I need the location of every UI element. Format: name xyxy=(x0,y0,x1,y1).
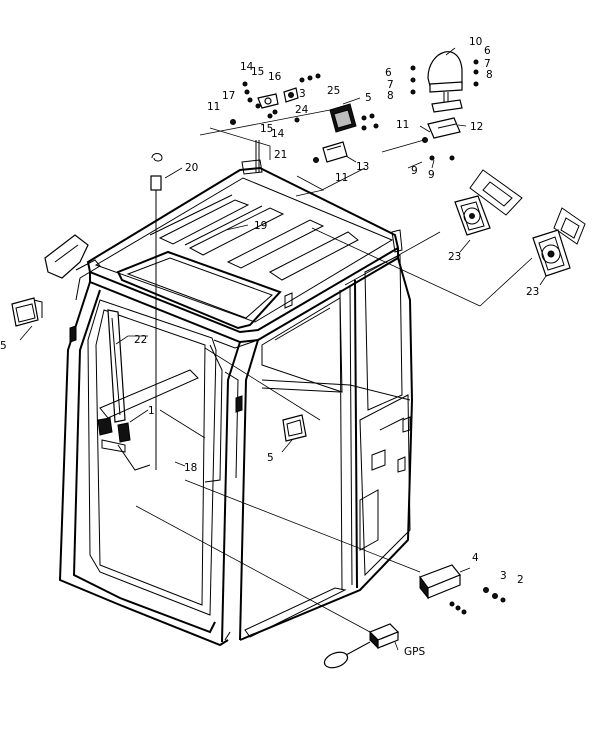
coat-hook xyxy=(150,153,163,470)
wiper-assembly xyxy=(97,309,199,471)
gps-unit xyxy=(323,623,400,669)
light-bracket xyxy=(230,119,348,163)
work-light-left xyxy=(11,297,43,327)
callout-1: 1 xyxy=(148,405,155,417)
control-box xyxy=(419,564,506,615)
callout-labels: 1 2 3 3 4 5 5 5 6 6 7 7 8 8 9 9 10 11 11… xyxy=(0,36,539,658)
callout-2: 2 xyxy=(517,574,524,586)
callout-8: 8 xyxy=(486,69,493,81)
callout-7: 7 xyxy=(484,58,491,70)
work-light-center xyxy=(282,414,307,442)
callout-17: 17 xyxy=(222,90,235,102)
work-light-top xyxy=(329,103,379,133)
callout-6: 6 xyxy=(484,45,491,57)
callout-gps: GPS xyxy=(404,646,425,658)
callout-18: 18 xyxy=(184,462,197,474)
callout-3: 3 xyxy=(299,88,306,100)
speaker-lower xyxy=(532,207,586,277)
callout-20: 20 xyxy=(185,162,198,174)
speaker-upper xyxy=(454,169,523,236)
callout-12: 12 xyxy=(470,121,483,133)
callout-24: 24 xyxy=(295,104,309,116)
callout-15: 15 xyxy=(260,123,273,135)
callout-5: 5 xyxy=(365,92,372,104)
callout-23: 23 xyxy=(526,286,539,298)
callout-7: 7 xyxy=(387,79,394,91)
callout-14: 14 xyxy=(271,128,285,140)
callout-5: 5 xyxy=(0,340,7,352)
callout-21: 21 xyxy=(274,149,287,161)
callout-11: 11 xyxy=(335,172,348,184)
antenna-bracket-group xyxy=(242,73,321,123)
callout-22: 22 xyxy=(134,334,147,346)
callout-9: 9 xyxy=(411,165,418,177)
callout-5: 5 xyxy=(267,452,274,464)
callout-9: 9 xyxy=(428,169,435,181)
callout-8: 8 xyxy=(387,90,394,102)
callout-13: 13 xyxy=(356,161,369,173)
callout-23: 23 xyxy=(448,251,461,263)
callout-14: 14 xyxy=(240,61,254,73)
callout-6: 6 xyxy=(385,67,392,79)
callout-19: 19 xyxy=(254,220,267,232)
beacon-light xyxy=(410,51,479,161)
callout-11: 11 xyxy=(396,119,409,131)
leader-lines xyxy=(19,47,547,651)
callout-16: 16 xyxy=(268,71,282,83)
side-mirror xyxy=(44,234,101,343)
callout-11: 11 xyxy=(207,101,220,113)
callout-15: 15 xyxy=(251,66,264,78)
callout-25: 25 xyxy=(327,85,340,97)
callout-3: 3 xyxy=(500,570,507,582)
callout-10: 10 xyxy=(469,36,482,48)
callout-4: 4 xyxy=(472,552,479,564)
